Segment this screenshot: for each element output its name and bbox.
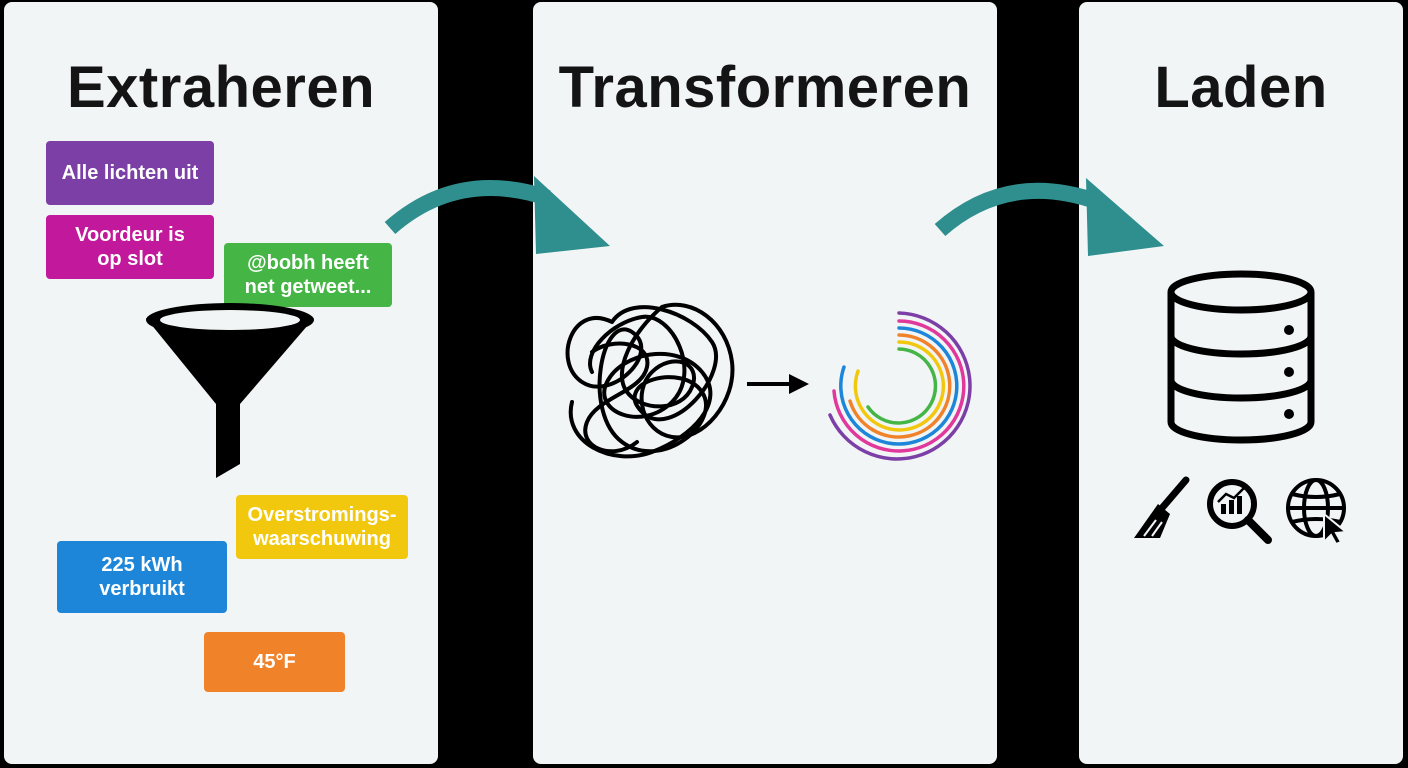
- arrow-extract-to-transform: [384, 176, 610, 254]
- load-panel: Laden: [1079, 2, 1403, 764]
- arrow-transform-to-load: [934, 178, 1164, 256]
- tangled-lines-icon: [565, 302, 735, 459]
- transform-title: Transformeren: [558, 55, 972, 120]
- broom-icon: [1134, 476, 1190, 538]
- tag-lights-off: Alle lichten uit: [46, 141, 214, 205]
- funnel-icon: [146, 303, 314, 478]
- globe-cursor-icon: [1286, 478, 1349, 546]
- magnifier-chart-icon: [1207, 479, 1272, 544]
- extract-title: Extraheren: [66, 55, 376, 120]
- tag-tweet: @bobh heeft net getweet...: [224, 243, 392, 307]
- load-title: Laden: [1154, 55, 1328, 120]
- colored-spiral-icon: [828, 311, 972, 461]
- tag-flood-warning: Overstromings- waarschuwing: [236, 495, 408, 559]
- tag-front-door: Voordeur is op slot: [46, 215, 214, 279]
- database-icon: [1167, 270, 1315, 444]
- tag-energy-usage: 225 kWh verbruikt: [57, 541, 227, 613]
- tag-temperature: 45°F: [204, 632, 345, 692]
- arrow-right-icon: [747, 374, 809, 394]
